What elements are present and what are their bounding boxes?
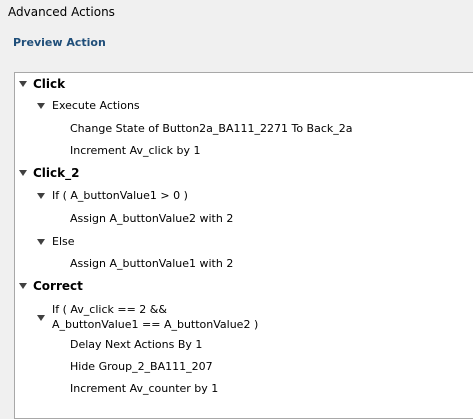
expand-arrow-icon[interactable]: [19, 81, 27, 87]
action-item-label: Hide Group_2_BA111_207: [70, 360, 213, 373]
tree-node-label: Else: [52, 235, 75, 248]
tree-node-label-line2: A_buttonValue1 == A_buttonValue2 ): [52, 318, 259, 331]
expand-arrow-icon[interactable]: [37, 239, 45, 245]
tree-node-label: Correct: [33, 279, 83, 293]
preview-action-heading: Preview Action: [13, 36, 106, 49]
action-item-label: Change State of Button2a_BA111_2271 To B…: [70, 122, 353, 135]
tree-node-label: Execute Actions: [52, 99, 140, 112]
tree-node-label: If ( A_buttonValue1 > 0 ): [52, 189, 188, 202]
action-tree-panel[interactable]: Click Execute Actions Change State of Bu…: [14, 72, 473, 419]
action-item-label: Increment Av_click by 1: [70, 144, 201, 157]
expand-arrow-icon[interactable]: [19, 170, 27, 176]
window-title: Advanced Actions: [8, 5, 115, 19]
action-item-label: Assign A_buttonValue2 with 2: [70, 212, 234, 225]
expand-arrow-icon[interactable]: [37, 193, 45, 199]
action-item-label: Delay Next Actions By 1: [70, 338, 203, 351]
expand-arrow-icon[interactable]: [19, 283, 27, 289]
action-item-label: Increment Av_counter by 1: [70, 382, 219, 395]
tree-node-label: Click_2: [33, 166, 80, 180]
tree-node-label-line1: If ( Av_click == 2 &&: [52, 303, 167, 316]
header-band: Preview Action: [0, 27, 473, 69]
expand-arrow-icon[interactable]: [37, 315, 45, 321]
title-bar: Advanced Actions: [0, 0, 473, 26]
tree-node-label: Click: [33, 77, 66, 91]
action-item-label: Assign A_buttonValue1 with 2: [70, 257, 234, 270]
expand-arrow-icon[interactable]: [37, 103, 45, 109]
